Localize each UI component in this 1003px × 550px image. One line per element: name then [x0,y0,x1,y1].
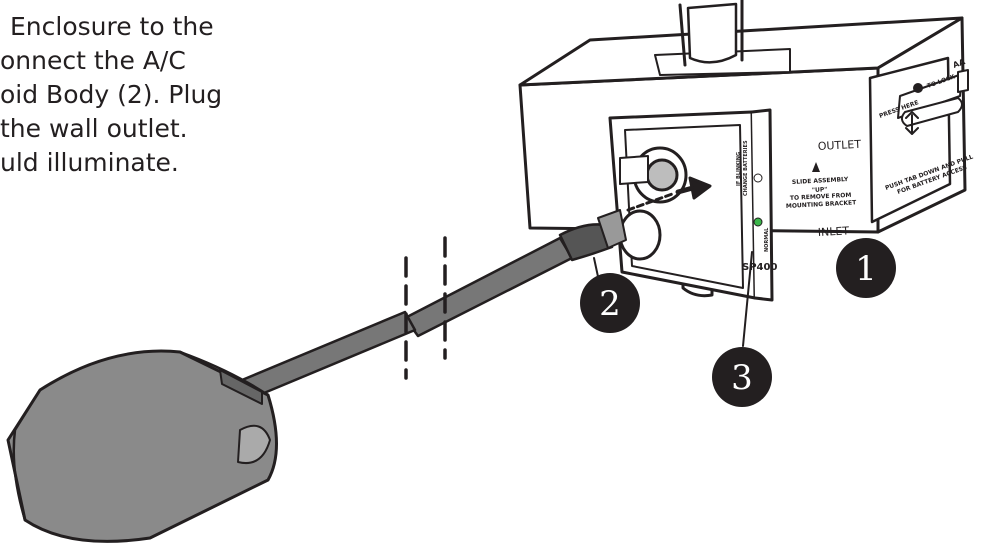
change-batteries-label: CHANGE BATTERIES [743,140,749,196]
status-labels: IF BLINKING CHANGE BATTERIES NORMAL SP40… [736,140,777,273]
callout-2: 2 [580,273,640,333]
ac-adapter [6,349,278,543]
slide-text-3: TO REMOVE FROM [790,192,852,202]
slide-text-4: MOUNTING BRACKET [786,199,858,210]
callout-3-number: 3 [731,358,753,398]
callout-3: 3 [712,347,772,407]
battery-led [753,173,763,183]
model-label: SP400 [742,262,777,273]
normal-label: NORMAL [764,227,770,252]
up-arrow-icon [812,162,820,172]
enclosure-labels: OUTLET INLET SLIDE ASSEMBLY "UP" TO REMO… [786,138,862,239]
inlet-label: INLET [817,224,849,239]
power-jack [618,146,688,261]
status-led [753,217,763,227]
instruction-line-1: Enclosure to the [10,12,214,41]
callout-1-number: 1 [855,249,877,289]
callout-1: 1 [836,238,896,298]
outlet-label: OUTLET [817,138,861,153]
blinking-label: IF BLINKING [736,152,742,186]
instruction-line-4: the wall outlet. [0,114,188,143]
battery-type-label: AA [952,57,967,70]
instruction-line-3: oid Body (2). Plug [0,80,223,109]
battery-panel [868,56,969,224]
instruction-line-2: onnect the A/C [0,46,186,75]
instruction-line-5: uld illuminate. [0,148,179,177]
callout-2-number: 2 [599,284,621,324]
break-marks [404,236,447,380]
slide-text-2: "UP" [812,186,828,194]
instruction-text: Enclosure to the onnect the A/C oid Body… [0,10,222,180]
slide-text-1: SLIDE ASSEMBLY [792,176,849,186]
